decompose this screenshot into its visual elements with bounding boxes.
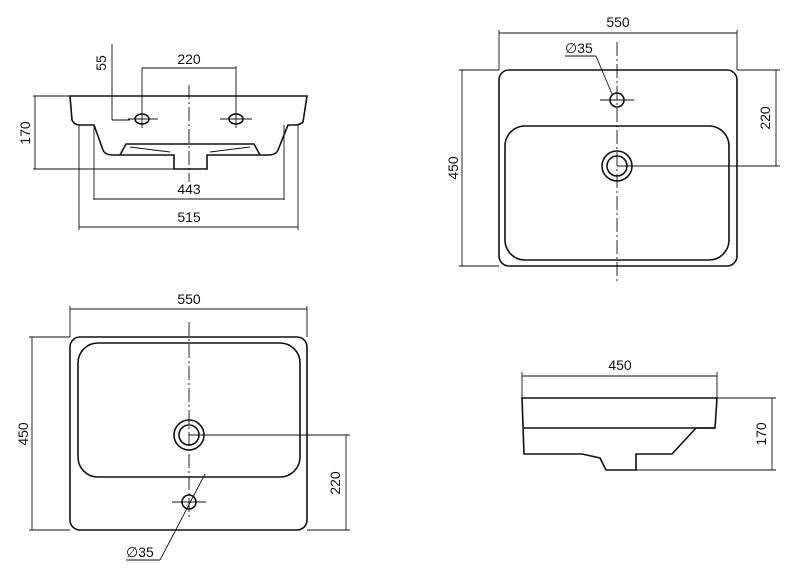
- dim-55-label: 55: [93, 55, 109, 71]
- dim-220-label: 220: [327, 471, 343, 495]
- plan-view-bottom: 550 450 220 ∅35: [15, 291, 350, 561]
- dim-170-label: 170: [753, 422, 769, 446]
- dim-550-label: 550: [177, 291, 201, 307]
- dim-550-label: 550: [606, 14, 630, 30]
- dim-515-label: 515: [177, 209, 201, 225]
- hole-diameter-label: ∅35: [565, 40, 593, 56]
- dim-220-label: 220: [757, 106, 773, 130]
- dim-450-label: 450: [608, 357, 632, 373]
- plan-view-top: 550 450 220 ∅35: [445, 14, 780, 282]
- dim-220-label: 220: [177, 51, 201, 67]
- front-view: 220 55 170 443 515: [17, 44, 308, 230]
- dim-450-label: 450: [15, 422, 31, 446]
- dim-450-label: 450: [445, 156, 461, 180]
- side-view: 450 170: [521, 357, 776, 471]
- dim-443-label: 443: [177, 181, 201, 197]
- dim-170-label: 170: [17, 121, 33, 145]
- hole-diameter-label: ∅35: [126, 544, 154, 560]
